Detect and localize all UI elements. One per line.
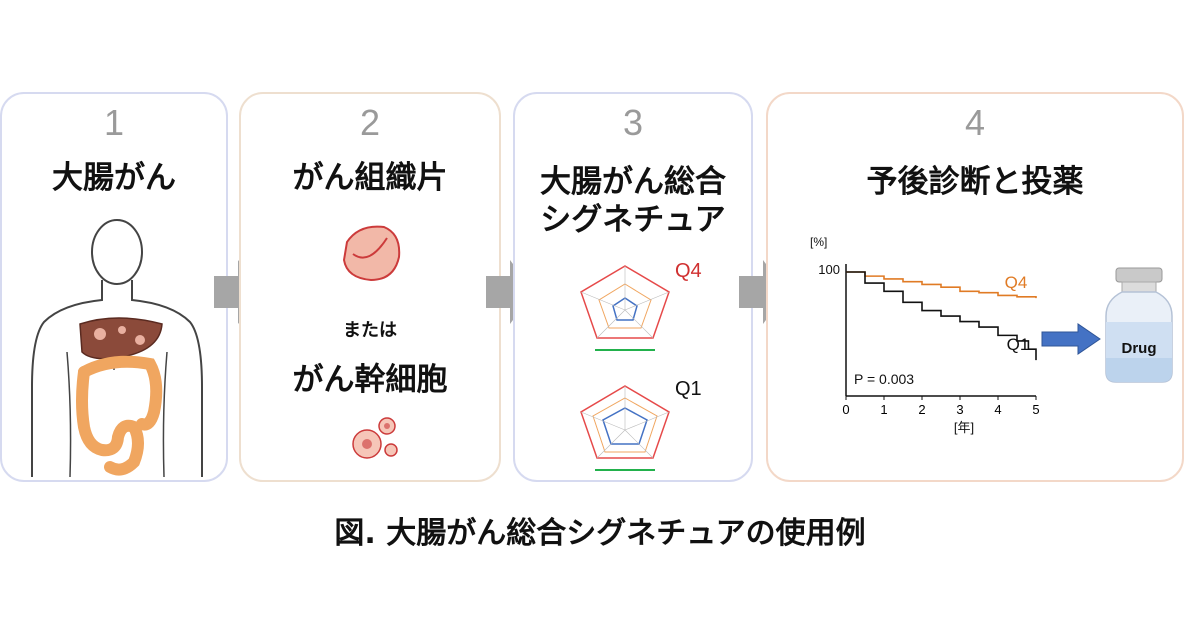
series-label-q4: Q4	[1005, 273, 1028, 292]
step-3-number: 3	[622, 102, 644, 143]
step-4-number: 4	[964, 102, 986, 143]
step-2-title2: がん幹細胞	[292, 362, 448, 398]
x-tick-label: 2	[918, 402, 925, 417]
y-axis-label: [%]	[810, 235, 827, 249]
step-4-panel: 4 予後診断と投薬 [%] 100 0 1 2 3 4 5 P = 0.003 [年] Q…	[766, 92, 1184, 482]
figure-caption: 図. 大腸がん総合シグネチュアの使用例	[334, 516, 866, 551]
x-axis-label: [年]	[954, 420, 974, 435]
stem-cell-icon	[352, 417, 398, 459]
x-tick-label: 1	[880, 402, 887, 417]
q1-label: Q1	[675, 378, 702, 400]
step-3-title-line1: 大腸がん総合	[540, 164, 726, 200]
radar-chart-low	[580, 385, 670, 471]
step-1-title: 大腸がん	[52, 160, 176, 196]
x-tick-label: 4	[994, 402, 1001, 417]
p-value-annotation: P = 0.003	[854, 371, 914, 387]
x-tick-label: 3	[956, 402, 963, 417]
drug-label: Drug	[1121, 340, 1157, 357]
step-3-panel: 3 大腸がん総合 シグネチュア Q4 Q1	[513, 92, 753, 482]
step-2-title: がん組織片	[292, 160, 448, 196]
tissue-piece-icon	[342, 225, 401, 282]
x-tick-label: 0	[842, 402, 849, 417]
connector-text: または	[343, 320, 397, 341]
step-2-panel: 2 がん組織片 または がん幹細胞	[239, 92, 501, 482]
step-1-panel: 1 大腸がん	[0, 92, 228, 482]
step-2-number: 2	[359, 102, 381, 143]
q4-label: Q4	[675, 260, 702, 282]
y-tick-label: 100	[818, 262, 840, 277]
series-line-q4	[846, 271, 1037, 299]
step-1-number: 1	[103, 102, 125, 143]
step-3-title-line2: シグネチュア	[540, 202, 726, 238]
human-body-colon-icon	[31, 219, 203, 477]
drug-bottle-icon	[1105, 267, 1173, 383]
series-line-q1	[846, 271, 1037, 361]
step-4-title: 予後診断と投薬	[866, 164, 1084, 200]
blue-arrow-icon	[1041, 323, 1101, 355]
survival-chart: [%] 100 0 1 2 3 4 5 P = 0.003 [年] Q4 Q1	[810, 235, 1040, 435]
x-tick-label: 5	[1032, 402, 1039, 417]
radar-chart-high	[580, 265, 670, 351]
series-label-q1: Q1	[1007, 335, 1030, 354]
